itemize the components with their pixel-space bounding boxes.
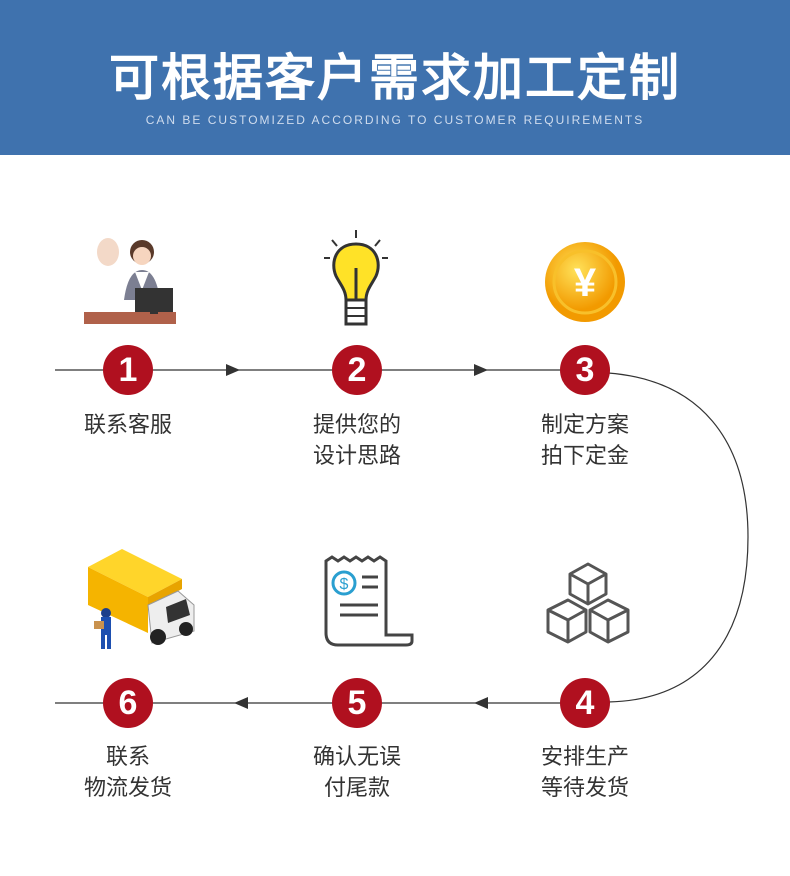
arrow-left-icon [234,697,248,709]
step-3-line1: 制定方案 [540,413,629,438]
step-5-line2: 付尾款 [323,776,390,801]
step-2-line1: 提供您的 [312,413,401,438]
svg-text:¥: ¥ [574,261,597,305]
step-2-line2: 设计思路 [312,444,401,469]
svg-text:$: $ [340,576,349,593]
step-6-line2: 物流发货 [83,776,172,801]
boxes-icon [546,562,630,644]
yuan-coin-icon: ¥ [545,242,625,322]
step-5-badge: 5 [332,678,382,728]
step-6-label: 联系物流发货 [38,742,218,804]
step-1-label: 联系客服 [38,410,218,441]
step-1-line1: 联系客服 [83,413,172,438]
step-5-line1: 确认无误 [312,745,401,770]
step-6-line1: 联系 [105,745,150,770]
arrow-left-icon [474,697,488,709]
step-3-line2: 拍下定金 [540,444,629,469]
connector-arc [607,372,749,703]
page-subtitle: CAN BE CUSTOMIZED ACCORDING TO CUSTOMER … [145,113,645,127]
step-6-badge: 6 [103,678,153,728]
step-1-badge: 1 [103,345,153,395]
receipt-icon: $ [324,555,414,647]
delivery-truck-icon [88,549,195,649]
step-4-label: 安排生产等待发货 [495,742,675,804]
step-3-label: 制定方案拍下定金 [495,410,675,472]
step-4-line2: 等待发货 [540,776,629,801]
step-5-label: 确认无误付尾款 [267,742,447,804]
step-2-label: 提供您的设计思路 [267,410,447,472]
header-banner: 可根据客户需求加工定制 CAN BE CUSTOMIZED ACCORDING … [0,0,790,155]
step-3-badge: 3 [560,345,610,395]
step-4-badge: 4 [560,678,610,728]
step-2-badge: 2 [332,345,382,395]
arrow-right-icon [226,364,240,376]
lightbulb-icon [324,230,388,326]
arrow-right-icon [474,364,488,376]
step-4-line1: 安排生产 [540,745,629,770]
customer-service-icon [84,238,176,324]
page-title: 可根据客户需求加工定制 [109,49,681,107]
